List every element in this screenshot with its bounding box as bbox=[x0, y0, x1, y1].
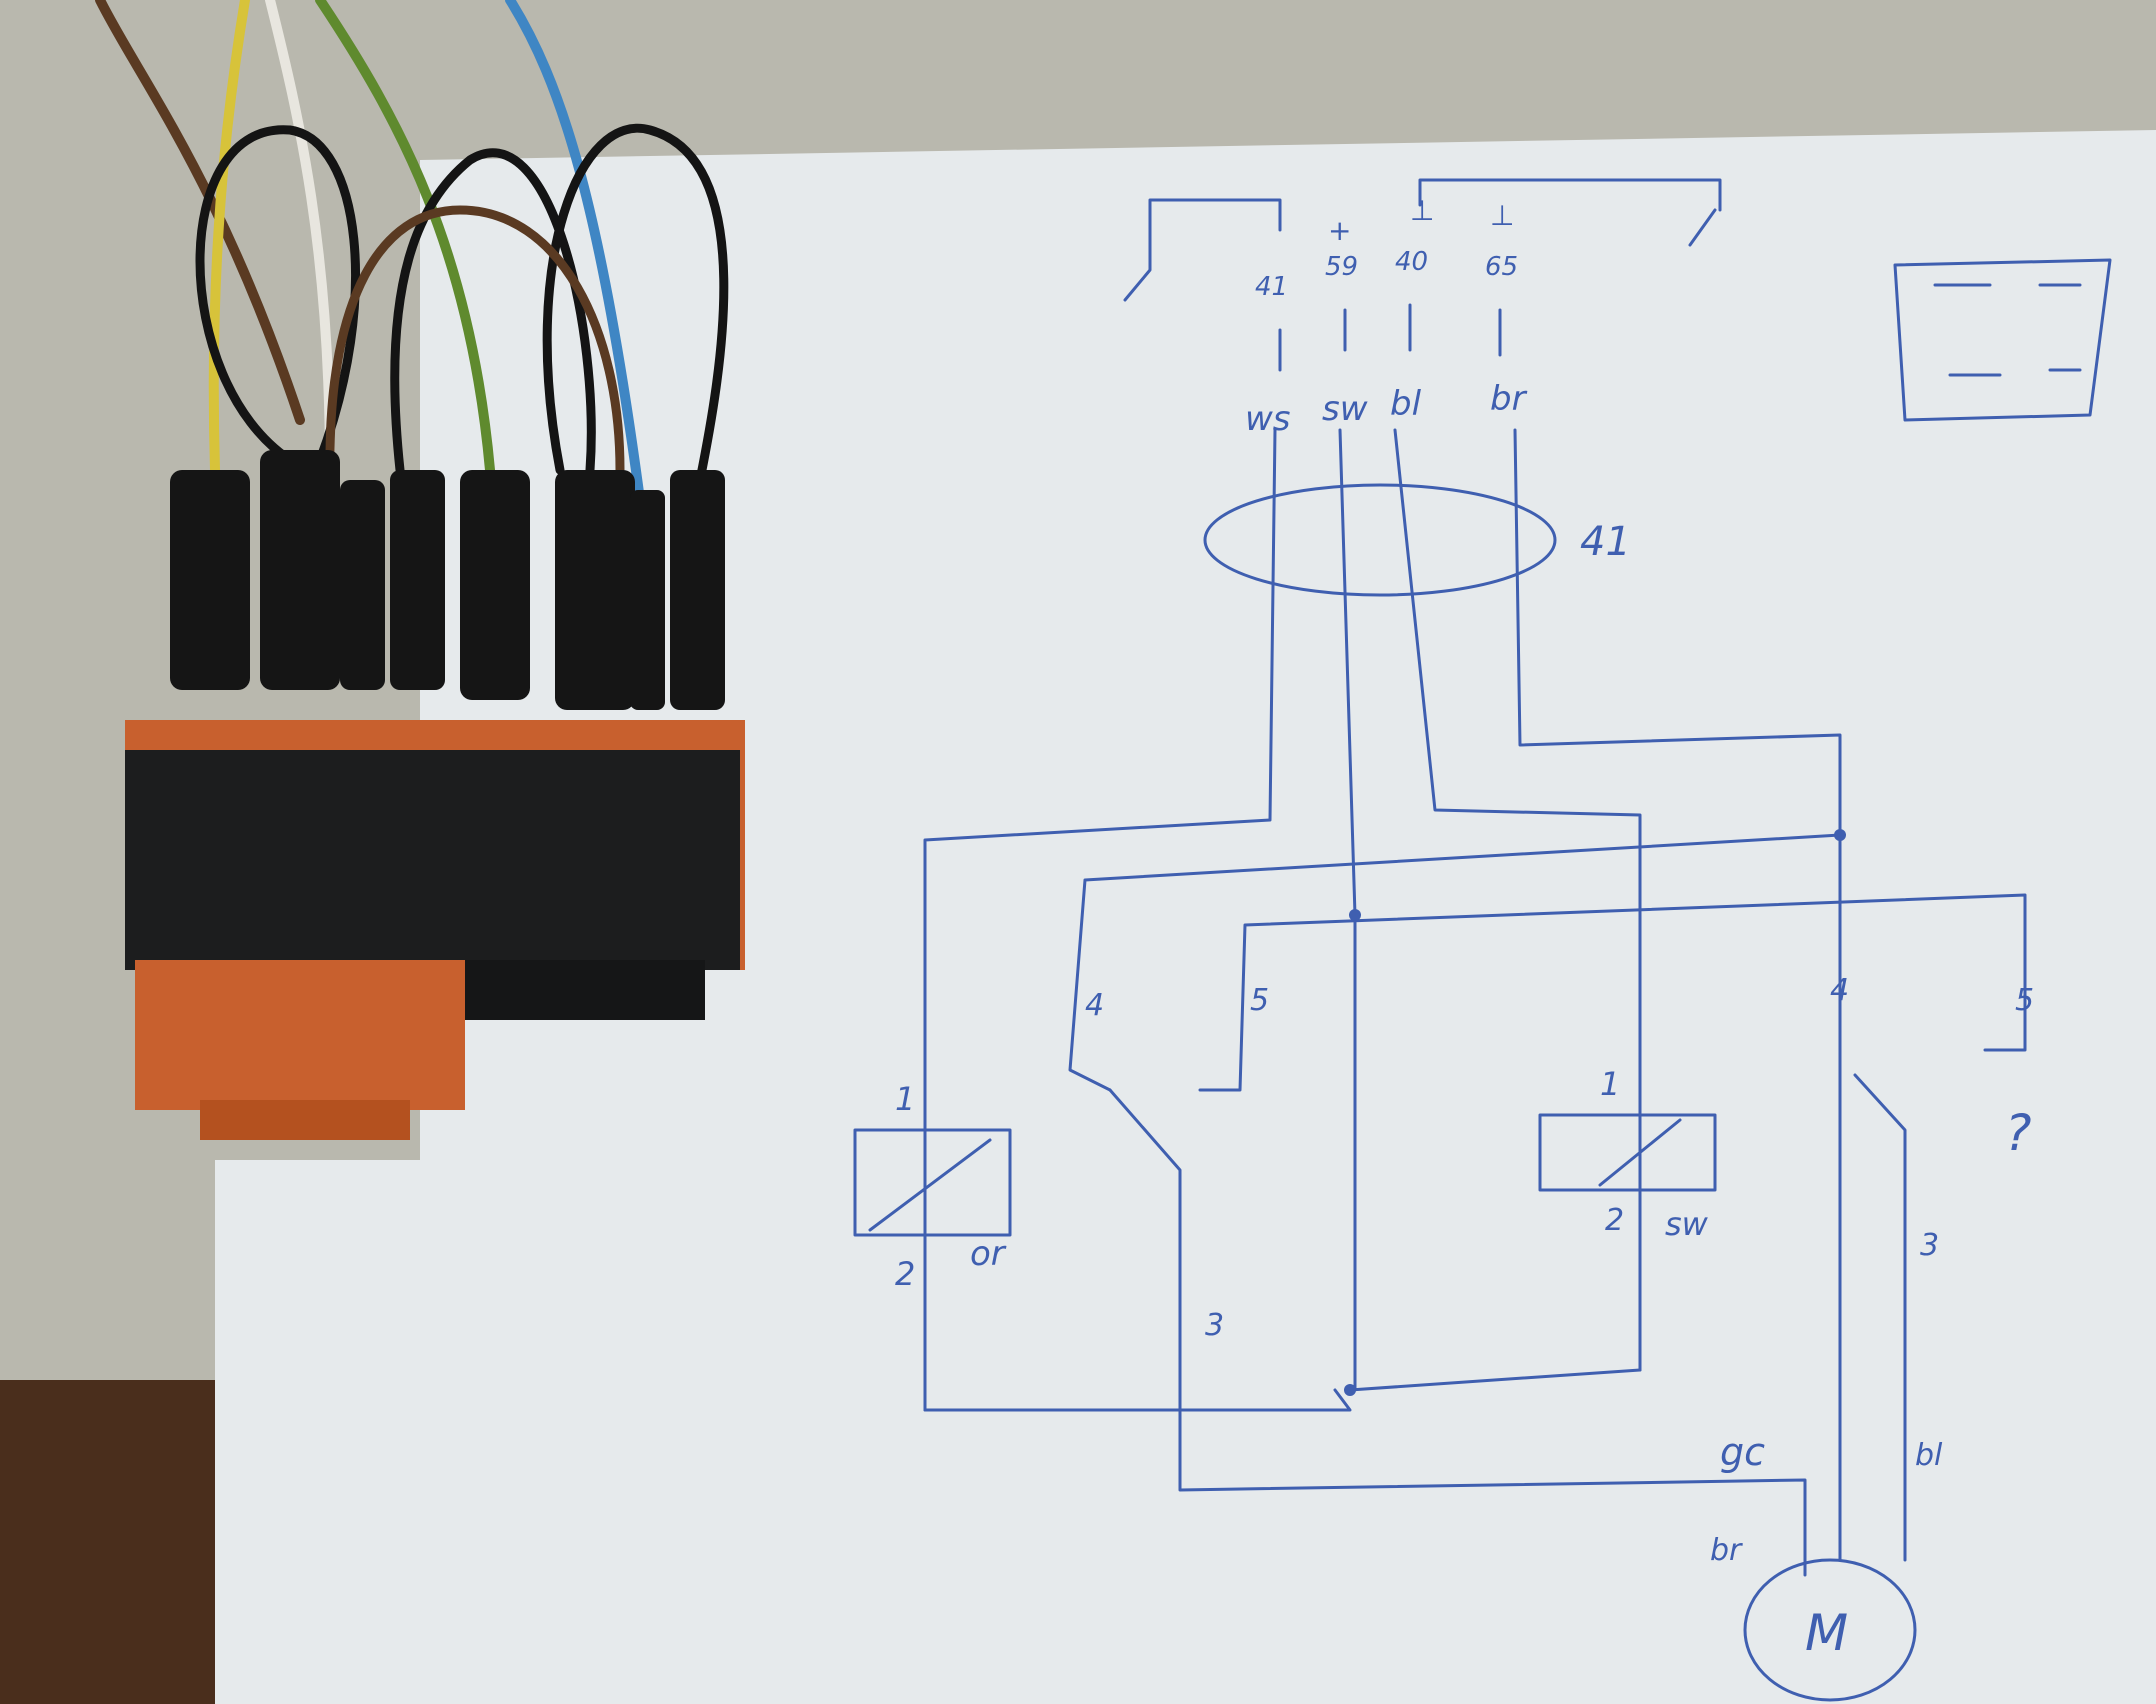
wires bbox=[95, 0, 729, 505]
symbol-plus: + bbox=[1328, 214, 1351, 247]
wire-label-sw: sw bbox=[1322, 389, 1368, 429]
relay-left-wire: or bbox=[970, 1234, 1007, 1274]
relay-right-coil bbox=[1538, 1113, 1717, 1192]
symbol-ground-2: ⊥ bbox=[1490, 199, 1514, 232]
relay-right-contact-5: 5 bbox=[2015, 983, 2034, 1018]
relay-right-pin-top: 1 bbox=[1600, 1065, 1620, 1103]
terminal-label-59: 59 bbox=[1325, 252, 1358, 282]
motor-symbol bbox=[1743, 1558, 1917, 1702]
bundle-label: 41 bbox=[1580, 519, 1631, 565]
question-mark: ? bbox=[2005, 1104, 2032, 1162]
switch-label-left: 3 bbox=[1205, 1308, 1224, 1343]
terminal-label-40: 40 bbox=[1395, 247, 1428, 277]
relay-left-pin-bottom: 2 bbox=[895, 1255, 915, 1293]
switch-label-right: 3 bbox=[1920, 1228, 1939, 1263]
wire-label-bl: bl bbox=[1390, 384, 1422, 424]
relay-right-pin-bottom: 2 bbox=[1605, 1203, 1624, 1238]
motor-label: M bbox=[1805, 1604, 1848, 1662]
wire-ferrules bbox=[170, 450, 725, 710]
relay-left-pin-top: 1 bbox=[895, 1080, 915, 1118]
wire-label-ws: ws bbox=[1245, 399, 1291, 439]
relay-right-contact-4: 4 bbox=[1830, 973, 1849, 1008]
motor-wire-br: br bbox=[1710, 1533, 1743, 1568]
relay-left-coil bbox=[853, 1128, 1012, 1237]
terminal-label-65: 65 bbox=[1485, 252, 1518, 282]
relay-left-contact-4: 4 bbox=[1085, 988, 1104, 1023]
wood-surface bbox=[0, 1380, 230, 1704]
relay-left-contact-5: 5 bbox=[1250, 983, 1269, 1018]
wire-label-br: br bbox=[1490, 379, 1528, 419]
terminal-label-41: 41 bbox=[1255, 272, 1288, 302]
symbol-ground-1: ⊥ bbox=[1410, 194, 1434, 227]
relay-right-wire: sw bbox=[1665, 1205, 1709, 1243]
motor-wire-bl: bl bbox=[1915, 1438, 1943, 1473]
wiring-diagram bbox=[853, 178, 2112, 1702]
motor-wire-gc: gc bbox=[1720, 1430, 1765, 1474]
relay-connector-block bbox=[125, 720, 745, 1140]
